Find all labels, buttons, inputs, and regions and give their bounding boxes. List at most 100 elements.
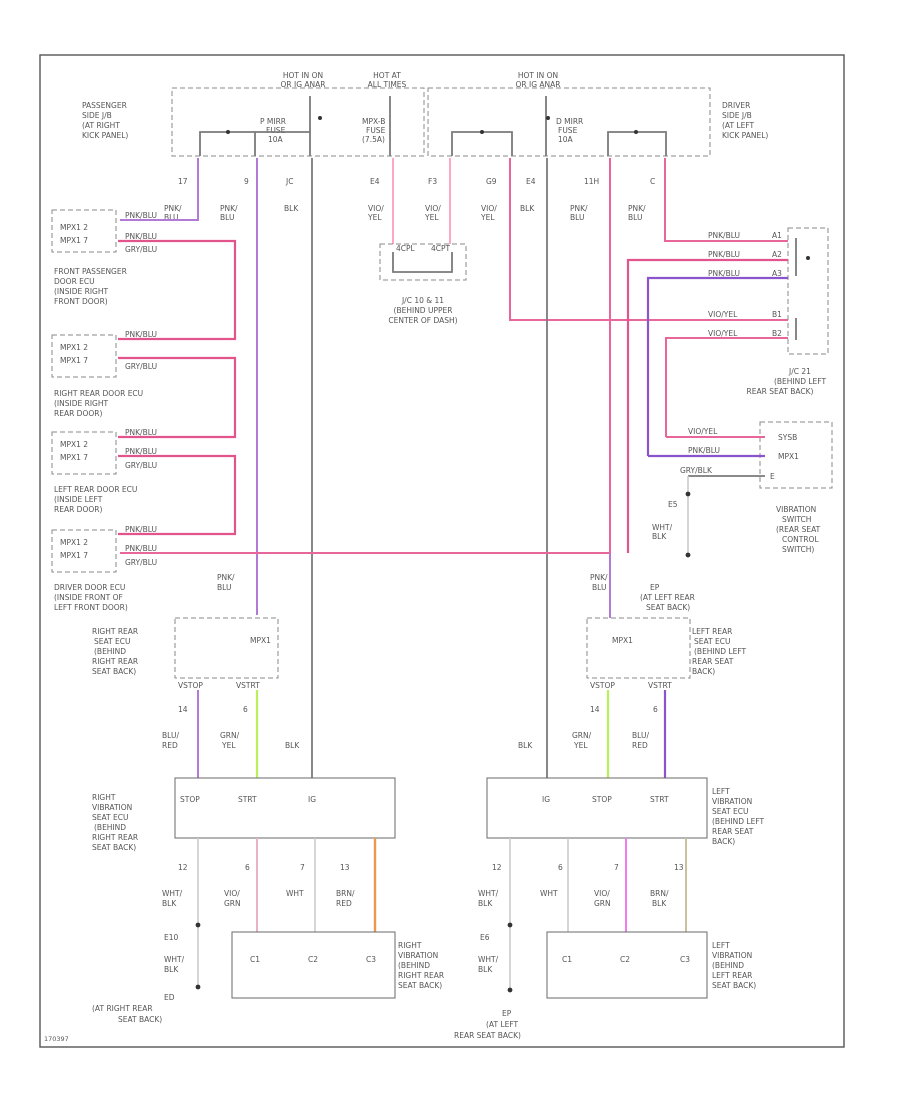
door-loop-wires: [118, 239, 237, 536]
driver-jb-label-3: KICK PANEL): [722, 131, 768, 140]
switch-ground-wire-b: BLK: [652, 532, 667, 541]
top-pin-4: E4: [370, 177, 380, 186]
top-wire-3: BLK: [284, 204, 299, 213]
door4-label-2: LEFT FRONT DOOR): [54, 603, 128, 612]
jc-right-label-2: REAR SEAT BACK): [747, 387, 814, 396]
top-wire-5b: YEL: [424, 213, 439, 222]
driver-jb-label-1: SIDE J/B: [722, 111, 752, 120]
footer-code: 170397: [44, 1035, 69, 1043]
door-wire-1c: GRY/BLU: [125, 245, 157, 254]
door3-label-2: REAR DOOR): [54, 505, 102, 514]
door3-pin-b: MPX1 7: [60, 453, 88, 462]
jc-10-11-box: [379, 243, 467, 281]
door1-label-0: FRONT PASSENGER: [54, 267, 127, 276]
top-wire-1a: PNK/: [164, 204, 182, 213]
lr-pin-label-1: VSTRT: [648, 681, 672, 690]
p-mirr-fuse-label-2: 10A: [268, 135, 284, 144]
rv-out-wire-0a: WHT/: [162, 889, 183, 898]
jc-right-label-0: J/C 21: [788, 367, 811, 376]
lv-out-pin-0: 12: [492, 863, 502, 872]
rv-motor-term-0: C1: [250, 955, 260, 964]
ground-l-wire-a: WHT/: [478, 955, 499, 964]
door4-label-0: DRIVER DOOR ECU: [54, 583, 125, 592]
rr-seat-ecu-label-3: RIGHT REAR: [92, 657, 138, 666]
top-wire-9b: BLU: [628, 213, 642, 222]
switch-ground-wire-a: WHT/: [652, 523, 673, 532]
rr-seat-ecu-box: [174, 617, 279, 679]
hot-label-3a: HOT IN ON: [518, 71, 558, 80]
ep-label-2: SEAT BACK): [646, 603, 690, 612]
driver-jb-label-0: DRIVER: [722, 101, 750, 110]
lr-wire-2: BLK: [518, 741, 533, 750]
d-mirr-fuse-label-2: 10A: [558, 135, 574, 144]
hot-label-1b: OR IG ANAR: [281, 80, 326, 89]
top-pin-5: F3: [428, 177, 437, 186]
switch-ground-dot-b: [685, 552, 691, 558]
p-mirr-fuse-label-1: FUSE: [266, 126, 286, 135]
rv-out-wire-1a: VIO/: [224, 889, 240, 898]
door-wire-3b: PNK/BLU: [125, 447, 157, 456]
lr-seat-ecu-mpx: MPX1: [612, 636, 633, 645]
door2-pin-b: MPX1 7: [60, 356, 88, 365]
rc-wire-2: PNK/BLU: [708, 250, 740, 259]
rr-seat-ecu-mpx: MPX1: [250, 636, 271, 645]
lr-seat-ecu-in-b: BLU: [592, 583, 606, 592]
top-wire-2a: PNK/: [220, 204, 238, 213]
driver-jb-box: [427, 87, 711, 157]
lv-ground-dot-a: [507, 922, 513, 928]
lr-pin-1: 6: [653, 705, 658, 714]
top-wire-4a: VIO/: [368, 204, 384, 213]
rv-label-4: RIGHT REAR: [92, 833, 138, 842]
lv-out-pin-3: 13: [674, 863, 684, 872]
lv-motor-term-0: C1: [562, 955, 572, 964]
rc-pin-4: B1: [772, 310, 782, 319]
rr-seat-ecu-in-b: BLU: [217, 583, 231, 592]
lr-wire-1a: BLU/: [632, 731, 649, 740]
sw-wire-3: GRY/BLK: [680, 466, 713, 475]
hot-label-1a: HOT IN ON: [283, 71, 323, 80]
lv-motor-term-2: C3: [680, 955, 690, 964]
door3-pin-a: MPX1 2: [60, 440, 88, 449]
lr-seat-ecu-box: [586, 617, 691, 679]
rr-seat-ecu-label-4: SEAT BACK): [92, 667, 136, 676]
lv-motor-term-1: C2: [620, 955, 630, 964]
door-wire-3c: GRY/BLU: [125, 461, 157, 470]
rv-out-wires: [197, 838, 377, 985]
lr-pin-label-0: VSTOP: [590, 681, 615, 690]
ep-label-0: EP: [650, 583, 660, 592]
rv-label-1: VIBRATION: [92, 803, 132, 812]
rr-wire-0a: BLU/: [162, 731, 179, 740]
lv-motor-label-2: (BEHIND: [712, 961, 744, 970]
door-wire-3a: PNK/BLU: [125, 428, 157, 437]
lv-label-1: VIBRATION: [712, 797, 752, 806]
jc-mid-pin-1: 4CPL: [396, 244, 416, 253]
rv-label-0: RIGHT: [92, 793, 116, 802]
rv-out-wire-3a: BRN/: [336, 889, 355, 898]
rv-out-wire-0b: BLK: [162, 899, 177, 908]
ground-r-wire-b: BLK: [164, 965, 179, 974]
rc-pin-3: A3: [772, 269, 782, 278]
passenger-jb-label-1: SIDE J/B: [82, 111, 112, 120]
lv-motor-label-0: LEFT: [712, 941, 730, 950]
jc-mid-pin-2: 4CPT: [431, 244, 451, 253]
lr-wire-0b: YEL: [573, 741, 588, 750]
jc-21-dot: [806, 256, 810, 260]
lr-pin-0: 14: [590, 705, 600, 714]
rv-label-2: SEAT ECU: [92, 813, 128, 822]
rv-term-0: STOP: [180, 795, 200, 804]
lr-seat-ecu-label-3: REAR SEAT: [692, 657, 734, 666]
hot-label-2a: HOT AT: [373, 71, 401, 80]
door4-pin-a: MPX1 2: [60, 538, 88, 547]
rv-label-5: SEAT BACK): [92, 843, 136, 852]
hot-label-3b: OR IG ANAR: [516, 80, 561, 89]
rv-ecu-box: [174, 777, 396, 839]
top-pin-1: 17: [178, 177, 188, 186]
jc-mid-label-1: (BEHIND UPPER: [394, 306, 453, 315]
door-wire-4b: PNK/BLU: [125, 544, 157, 553]
passenger-jb-label-0: PASSENGER: [82, 101, 127, 110]
lv-motor-label-3: LEFT REAR: [712, 971, 752, 980]
switch-label-2: (REAR SEAT: [776, 525, 821, 534]
switch-label-3: CONTROL: [782, 535, 819, 544]
ground-l-pin: E6: [480, 933, 490, 942]
switch-label-0: VIBRATION: [776, 505, 816, 514]
